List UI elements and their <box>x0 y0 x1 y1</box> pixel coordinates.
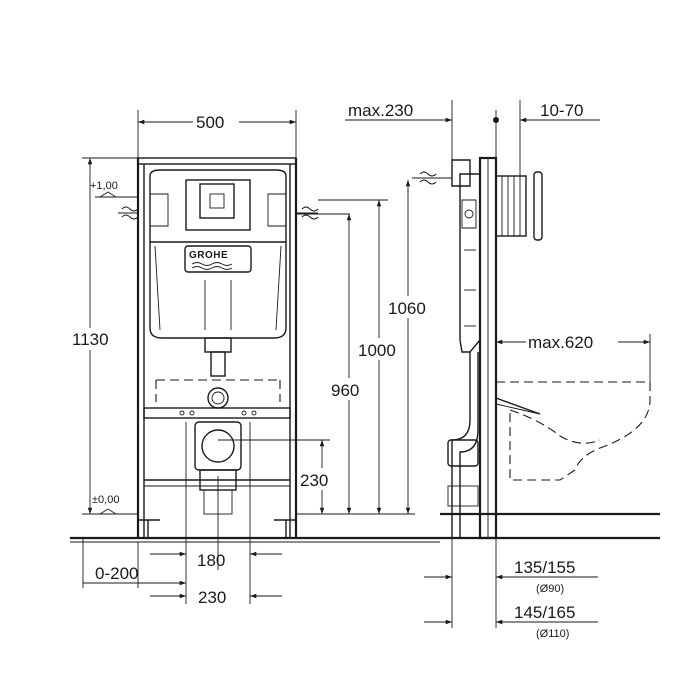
brand-logo <box>184 245 252 273</box>
frame-side <box>447 156 543 540</box>
flush-actuator-side <box>495 175 527 237</box>
dim-135-155-label: 135/155 <box>514 558 575 577</box>
front-view: GROHE <box>70 110 440 607</box>
dim-230-vert-label: 230 <box>300 471 328 490</box>
bowl-outline-side-dashed <box>496 381 651 481</box>
brand-logo-text: GROHE <box>189 250 228 261</box>
level-plus-label: +1,00 <box>90 180 118 192</box>
level-zero-label: ±0,00 <box>92 494 119 506</box>
dim-1060-label: 1060 <box>388 299 426 318</box>
frame-front <box>136 157 298 538</box>
dim-500-label: 500 <box>196 113 224 132</box>
water-inlet-side <box>412 171 452 185</box>
dim-1130-label: 1130 <box>72 330 109 349</box>
flush-plate-opening <box>185 179 251 231</box>
dim-diam110-label: (Ø110) <box>536 628 569 640</box>
dim-0-200-label: 0-200 <box>95 564 138 583</box>
cistern-front: GROHE <box>149 169 287 409</box>
dim-145-165-label: 145/165 <box>514 603 575 622</box>
water-inlet-right <box>296 199 388 220</box>
dim-180-label: 180 <box>197 551 225 570</box>
side-view: max.230 10-70 max.620 135/155 (Ø90) 145/… <box>345 100 660 640</box>
dim-max620-label: max.620 <box>528 333 593 352</box>
dim-diam90-label: (Ø90) <box>536 583 564 595</box>
dim-10-70-label: 10-70 <box>540 101 583 120</box>
dim-230-horiz-label: 230 <box>198 588 226 607</box>
dim-1000-label: 1000 <box>358 341 396 360</box>
dim-max230-label: max.230 <box>348 101 413 120</box>
bowl-outline-dashed <box>155 379 281 402</box>
flush-button <box>199 183 235 219</box>
dim-960-label: 960 <box>331 381 359 400</box>
water-inlet-left <box>118 206 139 220</box>
